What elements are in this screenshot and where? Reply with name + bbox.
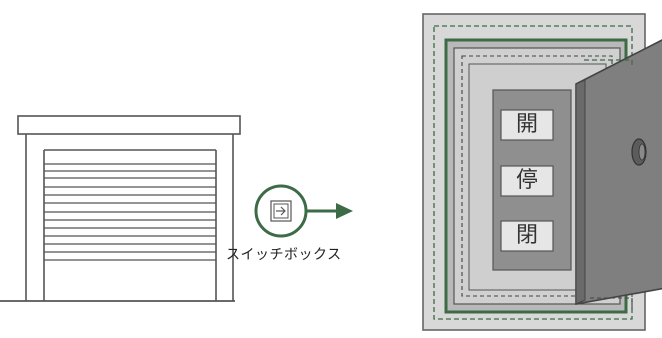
door-handle-icon <box>631 138 647 166</box>
button-stop <box>500 165 554 197</box>
button-open <box>500 109 554 141</box>
switch-box-symbol <box>254 184 308 238</box>
button-close <box>500 220 554 252</box>
arrow-right-icon <box>306 203 353 219</box>
shutter-garage-icon <box>0 115 241 302</box>
shutter-slats <box>44 163 216 261</box>
button-close-label: 閉 <box>515 223 538 248</box>
switch-box-label: スイッチボックス <box>226 247 342 263</box>
panel-door <box>575 39 662 312</box>
button-open-label: 開 <box>515 112 538 137</box>
switch-icon <box>270 200 292 222</box>
button-stop-label: 停 <box>515 168 538 193</box>
